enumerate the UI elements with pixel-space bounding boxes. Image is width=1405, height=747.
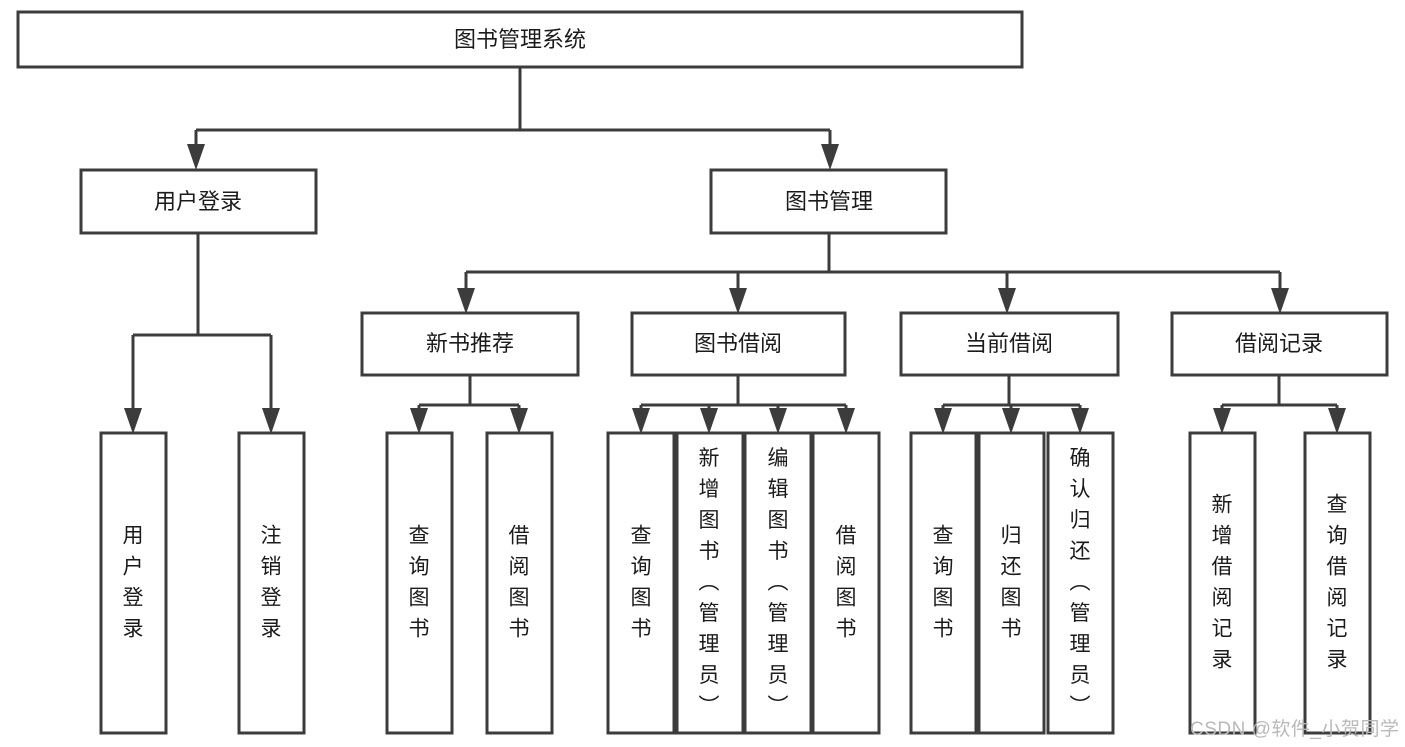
arrow-leaf-book-borrow-3 xyxy=(837,408,855,434)
arrow-leaf-user-login-1 xyxy=(262,408,280,434)
node-book-management-box[interactable] xyxy=(709,168,948,235)
leaf-new-books-borrow-box[interactable] xyxy=(485,431,554,735)
arrow-leaf-current-borrow-2 xyxy=(1071,408,1089,434)
leaf-borrow-add-book-box[interactable] xyxy=(675,431,745,735)
node-book-management-label: 图书管理 xyxy=(785,189,873,214)
leaf-node[interactable]: 注销登录 xyxy=(237,431,306,735)
node-current-borrow[interactable]: 当前借阅 xyxy=(899,311,1120,377)
leaf-node[interactable]: 编辑图书︵管理员︶ xyxy=(743,431,813,735)
leaf-new-books-query-label: 查询图书 xyxy=(409,524,430,640)
leaf-current-return-label: 归还图书 xyxy=(1001,524,1022,640)
leaf-node[interactable]: 新增借阅记录 xyxy=(1188,431,1257,735)
arrow-leaf-book-borrow-1 xyxy=(700,408,718,434)
leaf-current-query-label: 查询图书 xyxy=(933,524,954,640)
leaf-new-books-borrow-label: 借阅图书 xyxy=(509,524,530,640)
node-book-borrow-label: 图书借阅 xyxy=(694,331,782,356)
leaf-user-logout-label: 注销登录 xyxy=(261,524,282,640)
arrow-leaf-user-login-0 xyxy=(124,408,142,434)
arrow-to-book-borrow xyxy=(729,288,747,314)
node-book-borrow[interactable]: 图书借阅 xyxy=(630,311,847,377)
leaf-current-query-box[interactable] xyxy=(909,431,978,735)
arrow-leaf-book-borrow-2 xyxy=(769,408,787,434)
arrow-to-new-books xyxy=(457,288,475,314)
node-borrow-records-box[interactable] xyxy=(1170,311,1389,377)
node-user-login-box[interactable] xyxy=(79,168,318,235)
arrow-leaf-current-borrow-0 xyxy=(934,408,952,434)
leaf-node[interactable]: 确认归还︵管理员︶ xyxy=(1046,431,1115,735)
leaf-borrow-edit-book-label: 编辑图书︵管理员︶ xyxy=(768,447,789,718)
leaf-borrow-edit-book-box[interactable] xyxy=(743,431,813,735)
arrow-leaf-borrow-records-0 xyxy=(1213,408,1231,434)
leaf-node[interactable]: 查询借阅记录 xyxy=(1303,431,1372,735)
node-current-borrow-box[interactable] xyxy=(899,311,1120,377)
arrow-to-user-login xyxy=(187,144,205,170)
connector-layer xyxy=(124,67,1346,434)
leaf-borrow-borrow-book-box[interactable] xyxy=(811,431,881,735)
leaf-node[interactable]: 查询图书 xyxy=(606,431,676,735)
node-user-login[interactable]: 用户登录 xyxy=(79,168,318,235)
leaf-records-query-label: 查询借阅记录 xyxy=(1327,493,1348,671)
leaf-borrow-query-label: 查询图书 xyxy=(631,524,652,640)
node-root[interactable]: 图书管理系统 xyxy=(16,10,1024,69)
arrow-leaf-book-borrow-0 xyxy=(632,408,650,434)
leaf-records-add-label: 新增借阅记录 xyxy=(1212,493,1233,671)
arrow-leaf-current-borrow-1 xyxy=(1002,408,1020,434)
arrow-leaf-new-books-0 xyxy=(410,408,428,434)
node-root-label: 图书管理系统 xyxy=(454,27,586,52)
leaf-borrow-borrow-book-label: 借阅图书 xyxy=(836,524,857,640)
leaf-current-return-box[interactable] xyxy=(977,431,1046,735)
node-new-book-recommend-box[interactable] xyxy=(360,311,580,377)
leaf-node[interactable]: 归还图书 xyxy=(977,431,1046,735)
leaf-new-books-query-box[interactable] xyxy=(385,431,454,735)
leaf-node[interactable]: 查询图书 xyxy=(909,431,978,735)
leaf-node[interactable]: 借阅图书 xyxy=(811,431,881,735)
leaf-current-confirm-return-box[interactable] xyxy=(1046,431,1115,735)
leaf-user-login-box[interactable] xyxy=(99,431,168,735)
node-current-borrow-label: 当前借阅 xyxy=(965,331,1053,356)
node-book-management[interactable]: 图书管理 xyxy=(709,168,948,235)
leaf-borrow-add-book-label: 新增图书︵管理员︶ xyxy=(699,447,720,718)
node-new-book-recommend-label: 新书推荐 xyxy=(426,331,514,356)
arrow-leaf-new-books-1 xyxy=(510,408,528,434)
node-user-login-label: 用户登录 xyxy=(154,189,242,214)
arrow-leaf-borrow-records-1 xyxy=(1328,408,1346,434)
leaf-borrow-query-box[interactable] xyxy=(606,431,676,735)
node-new-book-recommend[interactable]: 新书推荐 xyxy=(360,311,580,377)
leaf-node[interactable]: 查询图书 xyxy=(385,431,454,735)
csdn-watermark: CSDN @软件_小贺同学 xyxy=(1190,719,1400,740)
leaf-node[interactable]: 用户登录 xyxy=(99,431,168,735)
arrow-to-current-borrow xyxy=(998,288,1016,314)
leaf-node[interactable]: 借阅图书 xyxy=(485,431,554,735)
node-borrow-records-label: 借阅记录 xyxy=(1235,331,1323,356)
leaf-current-confirm-return-label: 确认归还︵管理员︶ xyxy=(1070,447,1091,718)
leaf-user-logout-box[interactable] xyxy=(237,431,306,735)
arrow-to-borrow-records xyxy=(1271,288,1289,314)
leaf-user-login-label: 用户登录 xyxy=(123,524,144,640)
node-book-borrow-box[interactable] xyxy=(630,311,847,377)
arrow-to-book-mgmt xyxy=(821,144,839,170)
leaf-records-add-box[interactable] xyxy=(1188,431,1257,735)
leaf-records-query-box[interactable] xyxy=(1303,431,1372,735)
node-borrow-records[interactable]: 借阅记录 xyxy=(1170,311,1389,377)
node-root-box[interactable] xyxy=(16,10,1024,69)
leaf-node[interactable]: 新增图书︵管理员︶ xyxy=(675,431,745,735)
